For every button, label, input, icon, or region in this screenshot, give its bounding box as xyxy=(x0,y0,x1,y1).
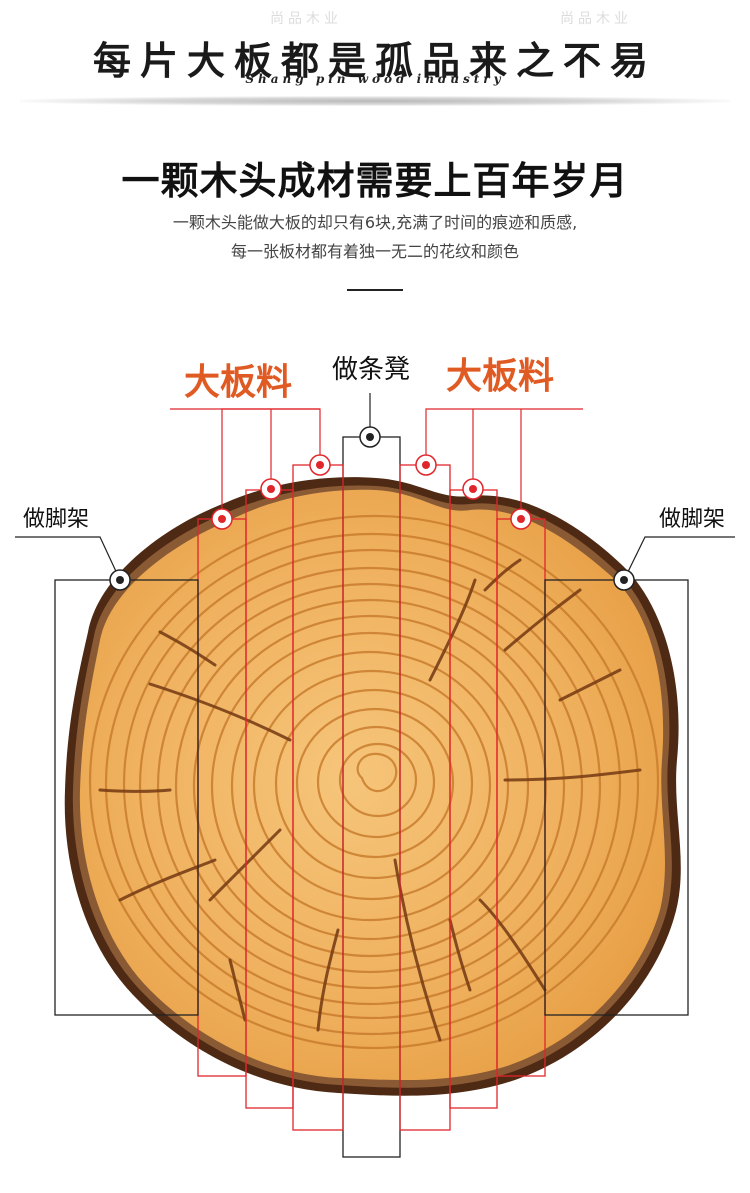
banner-subtitle: Shang pin wood industry xyxy=(245,72,505,86)
marker-left-1 xyxy=(309,454,331,476)
marker-right-3 xyxy=(510,508,532,530)
black-markers xyxy=(109,426,635,591)
section-divider xyxy=(347,289,403,291)
marker-left-2 xyxy=(260,478,282,500)
label-big-board-left: 大板料 xyxy=(184,362,292,403)
description-line-2: 每一张板材都有着独一无二的花纹和颜色 xyxy=(230,242,519,261)
brand-banner: 尚品木业 尚品木业 每片大板都是孤品来之不易 Shang pin wood in… xyxy=(0,0,750,110)
banner-underline xyxy=(20,96,730,106)
marker-left-3 xyxy=(211,508,233,530)
log-cross-section xyxy=(79,489,665,1081)
leader-lines xyxy=(15,393,735,581)
label-stand-left: 做脚架 xyxy=(23,507,89,532)
label-stand-right: 做脚架 xyxy=(659,507,725,532)
label-big-board-right: 大板料 xyxy=(446,356,554,397)
marker-stand-left xyxy=(109,569,131,591)
page-title: 一颗木头成材需要上百年岁月 xyxy=(121,159,629,203)
marker-stand-right xyxy=(613,569,635,591)
banner-title: 每片大板都是孤品来之不易 xyxy=(92,38,657,83)
marker-bench xyxy=(359,426,381,448)
description-line-1: 一颗木头能做大板的却只有6块,充满了时间的痕迹和质感, xyxy=(172,213,578,232)
marker-right-2 xyxy=(462,478,484,500)
label-bench: 做条凳 xyxy=(332,355,410,385)
watermark-right: 尚品木业 xyxy=(560,11,632,27)
red-markers xyxy=(211,454,532,530)
watermark-left: 尚品木业 xyxy=(270,11,342,27)
marker-right-1 xyxy=(415,454,437,476)
